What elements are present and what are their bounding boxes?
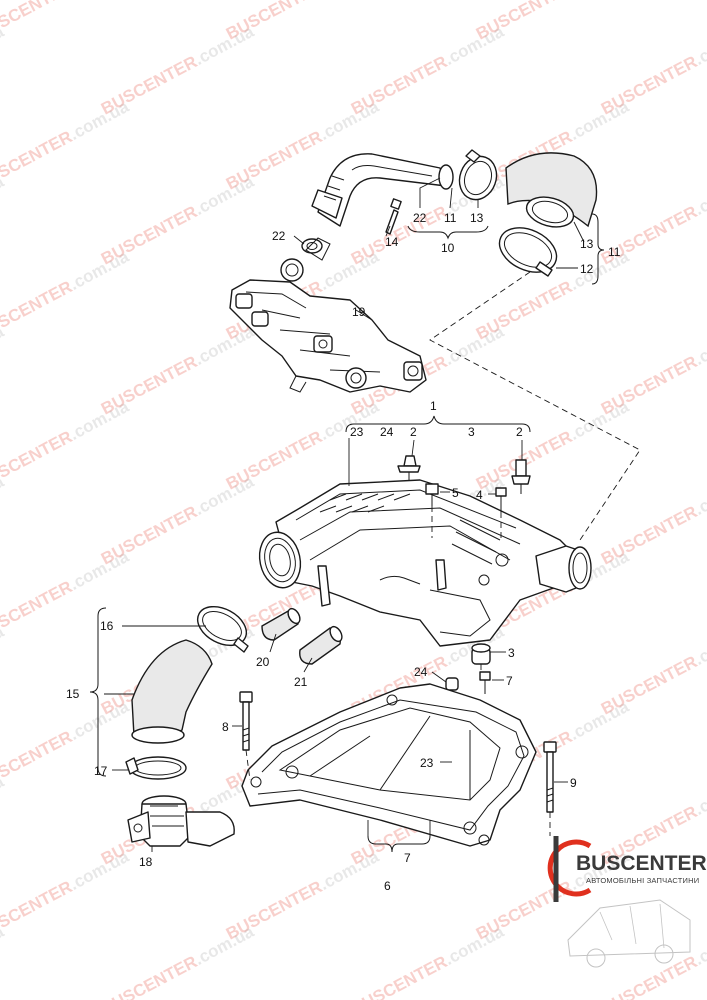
callout-2-right: 2	[516, 425, 523, 439]
hose-clamp-large	[498, 227, 558, 277]
watermark-text: BUSCENTER.com.ua	[0, 697, 132, 794]
connection-path-2	[431, 506, 502, 540]
callout-11-right: 11	[608, 245, 621, 259]
intercooler-inlet-flange	[258, 531, 302, 589]
watermark-text: BUSCENTER.com.ua	[0, 622, 7, 719]
spacer-24	[445, 677, 459, 691]
callout-18: 18	[139, 855, 153, 869]
callout-19: 19	[352, 305, 366, 319]
callout-23-lower: 23	[420, 756, 434, 770]
callout-16: 16	[100, 619, 114, 633]
callout-13-right: 13	[580, 237, 594, 251]
buscenter-logo: BUSCENTER АВТОМОБІЛЬНІ ЗАПЧАСТИНИ	[547, 836, 707, 968]
leader-lines	[89, 177, 605, 853]
watermark-text: BUSCENTER.com.ua	[0, 922, 7, 1000]
callout-6: 6	[384, 879, 391, 893]
bolt-9	[543, 741, 557, 813]
callout-11-upper: 11	[444, 211, 457, 225]
watermark-text: BUSCENTER.com.ua	[0, 22, 7, 119]
watermark-text: BUSCENTER.com.ua	[0, 247, 132, 344]
logo-tagline: АВТОМОБІЛЬНІ ЗАПЧАСТИНИ	[586, 876, 699, 885]
callout-23-upper: 23	[350, 425, 364, 439]
callout-labels: 22 11 13 10 14 22 13 11 12 19 1 23 24 2 …	[66, 211, 621, 893]
sensor-2-left	[397, 455, 421, 480]
clamp-16	[196, 605, 249, 653]
callout-4: 4	[476, 488, 483, 502]
throttle-body-18	[127, 795, 235, 847]
connection-path-1	[429, 271, 641, 541]
logo-c-mark	[547, 839, 592, 897]
callout-13-upper: 13	[470, 211, 484, 225]
hose-20	[261, 607, 301, 641]
callout-24-upper: 24	[380, 425, 394, 439]
watermark-text: BUSCENTER.com.ua	[598, 922, 707, 1000]
bracket-frame	[241, 683, 537, 847]
clamp-17	[125, 756, 187, 780]
van-sketch-icon	[567, 899, 691, 968]
screw-4	[495, 487, 507, 512]
callout-12: 12	[580, 262, 594, 276]
callout-1: 1	[430, 399, 437, 413]
watermark-text: BUSCENTER.com.ua	[0, 0, 132, 44]
callout-10: 10	[441, 241, 455, 255]
intercooler-hose-top	[505, 152, 598, 228]
watermark-text: BUSCENTER.com.ua	[0, 97, 132, 194]
bolt-5	[425, 483, 439, 506]
callout-20: 20	[256, 655, 270, 669]
callout-24-lower: 24	[414, 665, 428, 679]
rubber-mount-3	[471, 643, 491, 665]
callout-2-left: 2	[410, 425, 417, 439]
gasket-22	[301, 238, 323, 254]
callout-9: 9	[570, 776, 577, 790]
intercooler-assembly	[275, 479, 581, 647]
callout-15: 15	[66, 687, 80, 701]
stud-7-upper	[479, 671, 491, 694]
hose-21	[299, 625, 343, 665]
watermark-text: BUSCENTER.com.ua	[0, 472, 7, 569]
sensor-2-right	[511, 459, 531, 494]
watermark-text: BUSCENTER.com.ua	[0, 172, 7, 269]
watermark-text: BUSCENTER.com.ua	[0, 322, 7, 419]
bolt-8	[239, 691, 253, 751]
callout-3-upper: 3	[468, 425, 475, 439]
turbo-outlet-pipe	[311, 153, 454, 227]
callout-7-lower: 7	[404, 851, 411, 865]
pipe-clamp	[458, 149, 498, 201]
callout-14: 14	[385, 235, 399, 249]
hose-15	[131, 639, 213, 744]
watermark-text: BUSCENTER.com.ua	[0, 397, 132, 494]
callout-3-lower: 3	[508, 646, 515, 660]
callout-8: 8	[222, 720, 229, 734]
connection-path-4	[245, 749, 551, 836]
watermark-text: BUSCENTER.com.ua	[348, 922, 508, 1000]
callout-17: 17	[94, 764, 108, 778]
callout-5: 5	[452, 486, 459, 500]
watermark-text: BUSCENTER.com.ua	[0, 847, 132, 944]
logo-name: BUSCENTER	[576, 852, 707, 875]
callout-7-upper: 7	[506, 674, 513, 688]
callout-22-lower: 22	[272, 229, 286, 243]
watermark-text: BUSCENTER.com.ua	[98, 922, 258, 1000]
intercooler-outlet	[535, 545, 592, 593]
watermark-text: BUSCENTER.com.ua	[0, 772, 7, 869]
callout-21: 21	[294, 675, 308, 689]
exhaust-manifold-turbo	[229, 237, 427, 393]
callout-22-upper: 22	[413, 211, 427, 225]
